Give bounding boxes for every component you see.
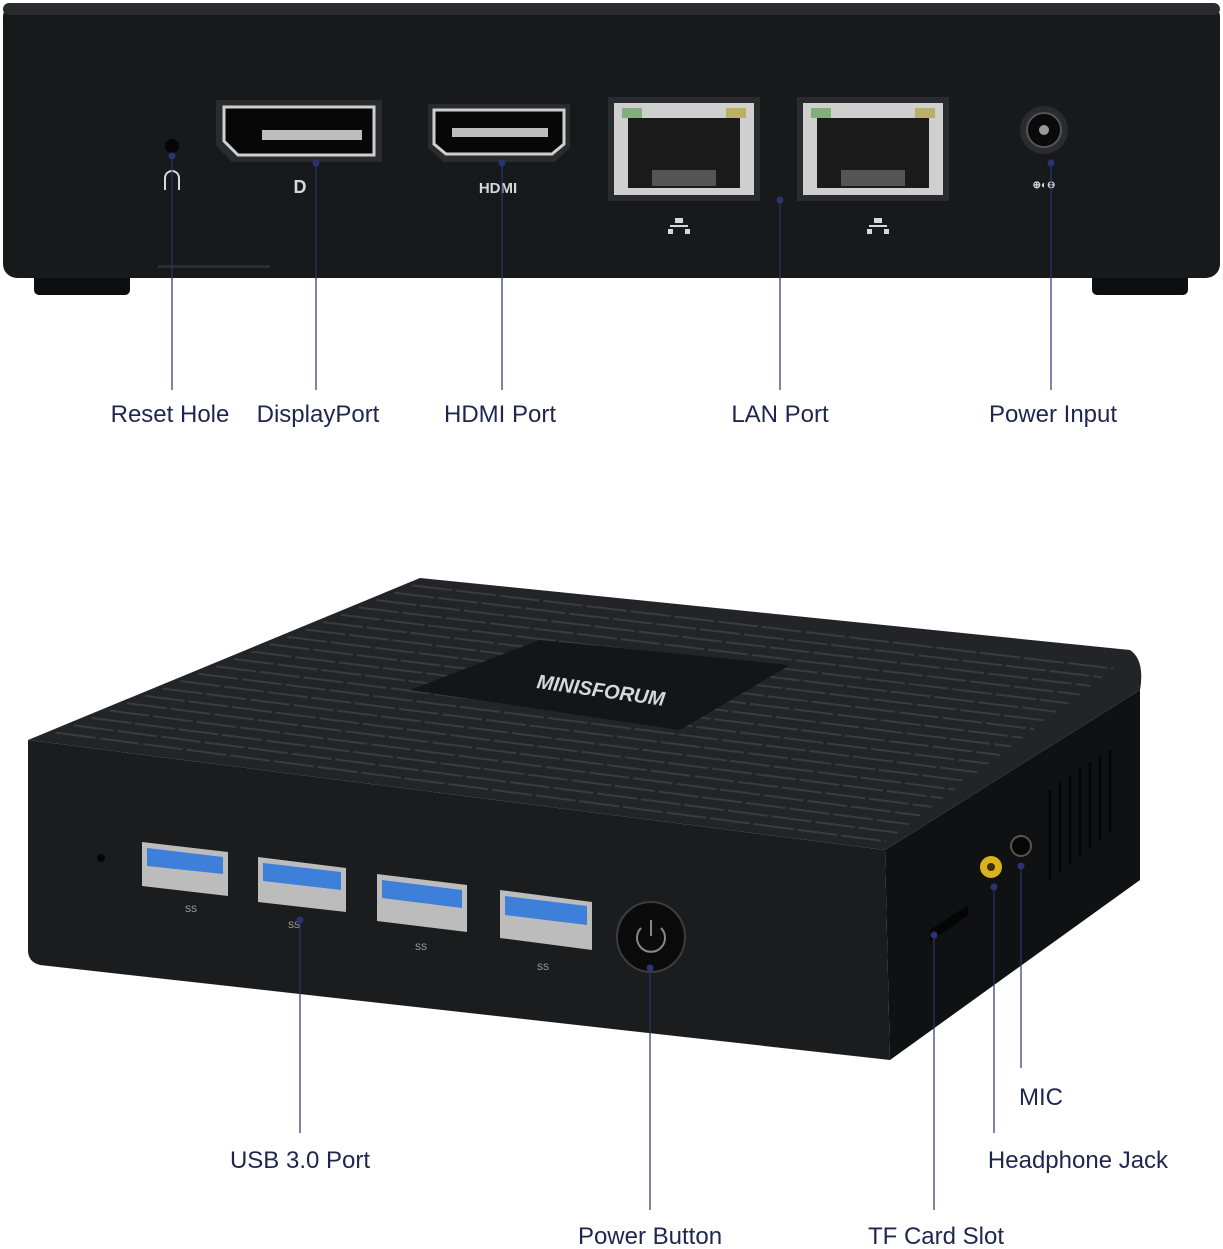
vent-rib: [109, 709, 921, 817]
polarity-icon: ⊕◐⊖: [1033, 180, 1056, 191]
headphone-jack: [1010, 835, 1032, 857]
logo-plate: [410, 640, 790, 730]
label-usb-port: USB 3.0 Port: [230, 1147, 370, 1174]
usb-port-4: SS: [500, 890, 592, 972]
label-displayport: DisplayPort: [257, 401, 380, 428]
front-reset-hole: [97, 854, 105, 862]
vent-rib: [126, 702, 932, 808]
vent-rib: [73, 724, 898, 834]
vent-rib: [394, 591, 1103, 679]
vent-rib: [376, 599, 1092, 687]
vent-rib: [162, 687, 955, 791]
side-face: [885, 690, 1140, 1060]
lan-port-2: [797, 97, 949, 234]
label-power-button: Power Button: [578, 1223, 722, 1249]
label-power-input: Power Input: [989, 401, 1117, 428]
rear-device: D HDMI: [3, 3, 1220, 295]
svg-text:SS: SS: [185, 904, 197, 914]
vent-rib: [55, 731, 887, 843]
svg-text:SS: SS: [288, 920, 300, 930]
lan-port-1: [608, 97, 760, 234]
vent-rib: [91, 716, 910, 826]
vent-rib: [144, 694, 944, 800]
rear-leader-lines: [168, 152, 1055, 390]
vent-rib: [198, 672, 978, 774]
reset-hole: [165, 139, 179, 153]
tf-card-slot: [930, 905, 968, 942]
usb-port-2: SS: [258, 857, 346, 930]
power-input-jack: ⊕◐⊖: [1020, 106, 1068, 191]
label-hdmi-port: HDMI Port: [444, 401, 556, 428]
network-icon: [867, 218, 889, 234]
label-headphone-jack: Headphone Jack: [988, 1147, 1169, 1174]
side-vents: [1048, 750, 1112, 880]
vent-rib: [412, 584, 1114, 670]
svg-text:SS: SS: [537, 962, 549, 972]
label-reset-hole: Reset Hole: [111, 401, 230, 428]
front-device: MINISFORUM SS SS SS SS: [28, 578, 1142, 1060]
label-tf-card-slot: TF Card Slot: [868, 1223, 1004, 1249]
usb-port-3: SS: [377, 874, 467, 952]
power-icon: [636, 927, 666, 953]
hdmi-marking: HDMI: [479, 180, 517, 197]
front-leader-lines: [296, 862, 1025, 1210]
label-mic: MIC: [1019, 1084, 1063, 1111]
network-icon: [668, 218, 690, 234]
label-lan-port: LAN Port: [731, 401, 829, 428]
usb-port-1: SS: [142, 842, 228, 914]
hdmi-port: HDMI: [428, 104, 570, 197]
displayport-port: D: [216, 100, 382, 197]
vent-rib: [358, 606, 1080, 696]
power-button: [616, 901, 686, 973]
svg-text:SS: SS: [415, 942, 427, 952]
displayport-marking: D: [294, 177, 307, 197]
